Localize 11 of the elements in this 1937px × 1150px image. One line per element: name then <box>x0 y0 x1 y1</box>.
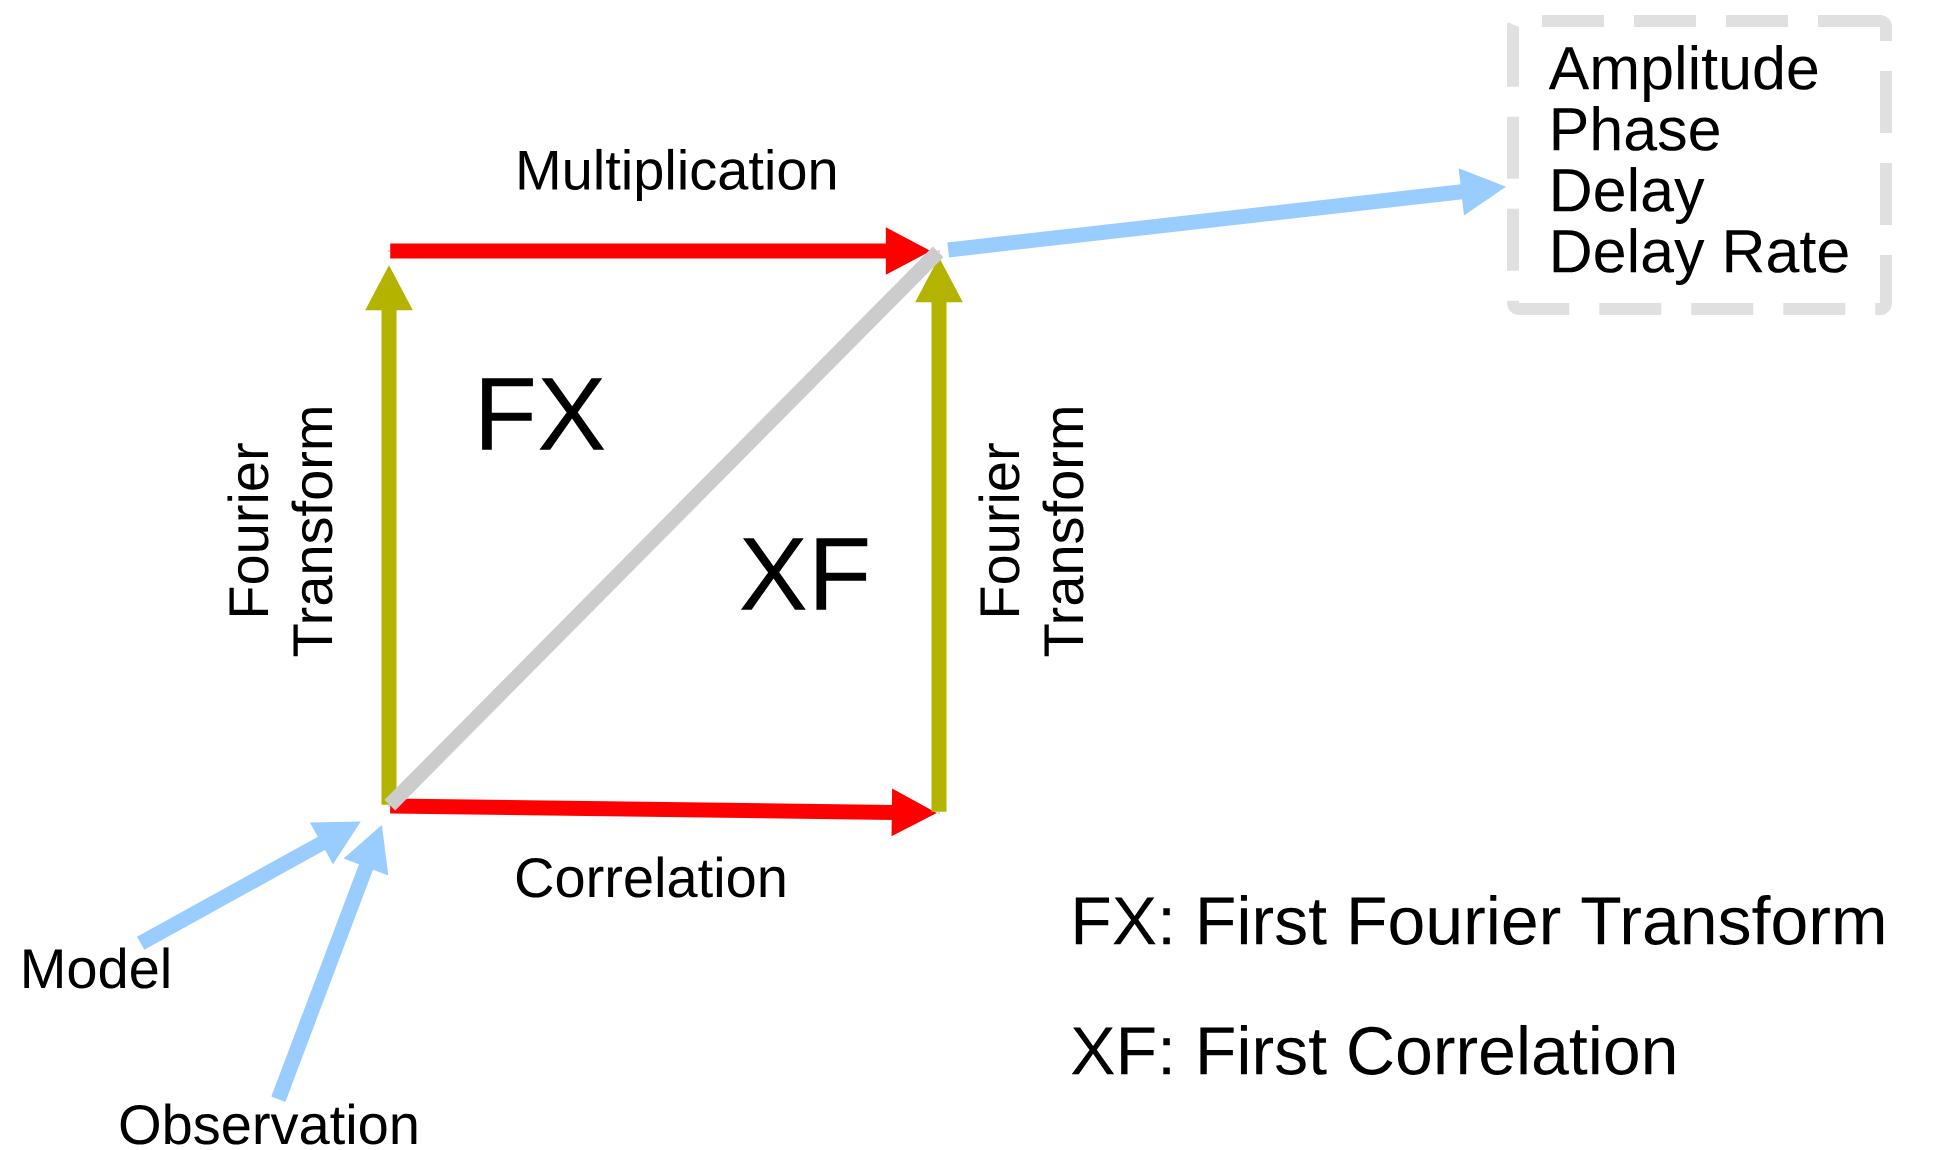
edge-label: Fourier Transform <box>978 408 1084 657</box>
edge-label: Correlation <box>516 856 785 898</box>
definition-text: FX: First Fourier Transform <box>1075 895 1884 945</box>
output-box: Amplitude Phase Delay Delay Rate <box>1507 15 1892 315</box>
edge-label: Fourier Transform <box>227 408 333 657</box>
edge-label: Multiplication <box>519 148 835 202</box>
input-label: Model <box>24 947 169 989</box>
region-label: XF <box>740 538 868 610</box>
region-label: FX <box>482 378 605 450</box>
input-label: Observation <box>120 1103 417 1145</box>
definition-text: XF: First Correlation <box>1071 1025 1675 1075</box>
